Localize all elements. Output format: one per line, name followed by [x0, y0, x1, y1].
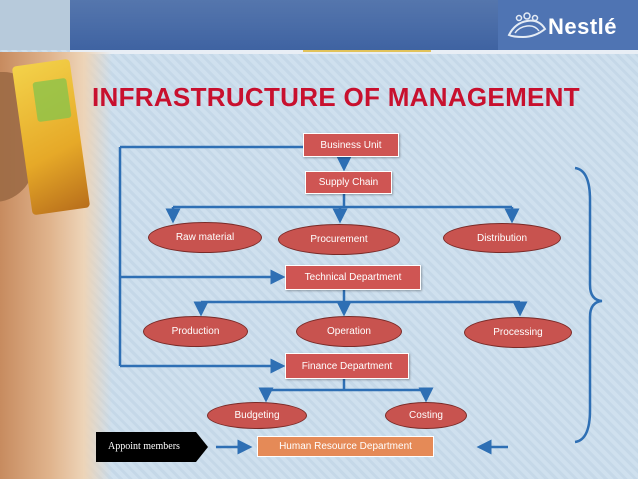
node-appoint-members: Appoint members [96, 432, 208, 462]
callout-shape [96, 432, 208, 462]
node-supply-chain: Supply Chain [305, 171, 392, 194]
appoint-members-label: Appoint members [108, 441, 180, 452]
page-title: INFRASTRUCTURE OF MANAGEMENT [92, 82, 580, 112]
logo-panel [498, 0, 638, 50]
banner-underline [70, 50, 638, 54]
node-business-unit: Business Unit [303, 133, 399, 157]
node-operation: Operation [296, 316, 402, 347]
banner-left-block [0, 0, 70, 50]
node-processing: Processing [464, 317, 572, 348]
node-production: Production [143, 316, 248, 347]
node-procurement: Procurement [278, 224, 400, 255]
logo-wordmark: Nestlé [548, 14, 618, 39]
node-raw-material: Raw material [148, 222, 262, 253]
node-distribution: Distribution [443, 223, 561, 253]
accent-line [303, 50, 431, 52]
node-finance-department: Finance Department [285, 353, 409, 379]
node-budgeting: Budgeting [207, 402, 307, 429]
header-banner [70, 0, 498, 50]
node-human-resource-department: Human Resource Department [257, 436, 434, 457]
node-technical-department: Technical Department [285, 265, 421, 290]
nest-logo-icon [507, 12, 547, 39]
node-costing: Costing [385, 402, 467, 429]
